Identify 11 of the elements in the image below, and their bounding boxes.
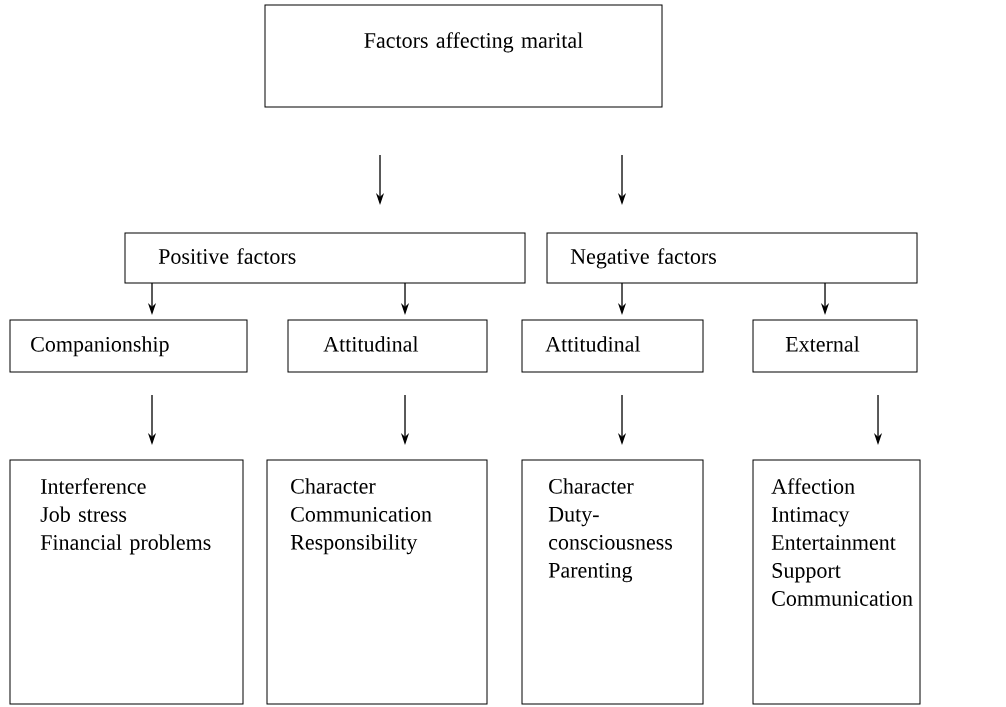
text-box: Attitudinal [287,319,488,373]
text-box: Negative factors [546,232,918,284]
text-box: Character Duty-consciousness Parenting [521,459,704,705]
text-box: Positive factors [124,232,526,284]
text-box: Companionship [9,319,248,373]
text-box: Affection Intimacy Entertainment Support Communication [752,459,921,705]
text-box: Attitudinal [521,319,704,373]
text-box: Character Communication Responsibility [266,459,488,705]
text-box: External [752,319,918,373]
text-box: Factors affecting marital [264,4,663,108]
text-box: Interference Job stress Financial problems [9,459,244,705]
